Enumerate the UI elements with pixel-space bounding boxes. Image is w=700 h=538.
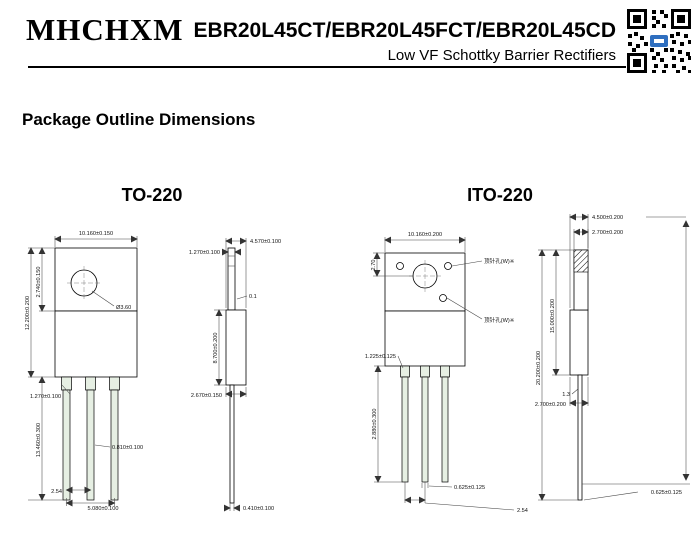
ito220-side-lead <box>577 374 583 501</box>
ito220-side-overall-label: 4.500±0.200 <box>592 215 623 221</box>
to220-side-lead <box>229 384 235 504</box>
to220-side-body-thk-label: 2.670±0.150 <box>191 393 222 399</box>
ito220-pin-hole-note-2: 顶针孔(W)※ <box>484 316 515 324</box>
dim-ito220-top-width: 10.160±0.200 <box>384 232 466 252</box>
to220-side-step-label: 0.1 <box>249 294 257 300</box>
to220-front-view <box>54 247 138 501</box>
ito220-title: ITO-220 <box>467 185 533 205</box>
dim-to220-tab-height: 2.740±0.150 <box>28 247 55 312</box>
ito220-pin-hole-note-1: 顶针孔(W)※ <box>484 257 515 265</box>
ito220-body <box>384 310 466 367</box>
dim-ito220-side-tab-thk: 2.700±0.200 <box>573 228 623 250</box>
ito220-pin-hole <box>444 262 452 270</box>
ito220-side-lead-thk-label: 0.625±0.125 <box>651 490 682 496</box>
ito220-side-step-label: 1.3 <box>562 392 570 398</box>
to220-top-width-label: 10.160±0.150 <box>79 231 113 237</box>
ito220-side-body-thk-label: 2.700±0.200 <box>535 402 566 408</box>
qr-finder-patterns <box>627 9 691 73</box>
ito220-side-body <box>569 309 589 376</box>
to220-lead-shoulder <box>85 376 96 391</box>
dim-ito220-side-lead-thk: 0.625±0.125 <box>582 220 690 501</box>
dim-ito220-hole-offset: 2.70 <box>371 252 413 277</box>
dim-to220-lead-width: 0.810±0.100 <box>94 444 143 451</box>
header-divider <box>28 66 674 68</box>
to220-side-overall-label: 4.570±0.100 <box>250 239 281 245</box>
to220-lead <box>62 389 71 501</box>
dim-to220-pitch: 2.54 <box>51 486 92 495</box>
to220-side-body-h-label: 8.700±0.200 <box>213 332 219 363</box>
ito220-side-overall-h-label: 20.200±0.200 <box>536 351 542 385</box>
qr-data-modules <box>628 10 691 73</box>
callout-ito220-pin-hole-2: 顶针孔(W)※ <box>446 297 515 324</box>
ito220-lead-shoulder <box>440 365 450 378</box>
to220-side-tab <box>227 247 236 311</box>
dim-to220-shoulder: 1.270±0.100 <box>30 384 71 400</box>
ito220-side-tab-thk-label: 2.700±0.200 <box>592 230 623 236</box>
to220-hole-dia-label: Ø3.60 <box>116 305 131 311</box>
ito220-side-view <box>569 249 589 501</box>
dim-to220-side-tab-thk: 1.270±0.100 <box>189 248 242 256</box>
dim-to220-outer-pitch: 5.080±0.100 <box>65 498 119 512</box>
qr-code <box>626 8 692 74</box>
to220-lead <box>86 389 95 501</box>
ito220-top-width-label: 10.160±0.200 <box>408 232 442 238</box>
ito220-lead-width-label: 0.625±0.125 <box>454 485 485 491</box>
dim-ito220-side-overall-h: 20.200±0.200 <box>536 249 578 501</box>
ito220-shoulder-label: 1.225±0.125 <box>365 354 396 360</box>
dim-ito220-side-body-h: 15.000±0.200 <box>550 249 574 376</box>
to220-outer-pitch-label: 5.080±0.100 <box>87 506 118 512</box>
ito220-diagram: ITO-220 10.160±0 <box>365 185 690 514</box>
ito220-lead-shoulder <box>420 365 430 378</box>
section-title: Package Outline Dimensions <box>22 110 256 129</box>
dim-to220-side-lead-thk: 0.410±0.100 <box>223 503 274 512</box>
ito220-leg-length-label: 2.880±0.300 <box>372 408 378 439</box>
dim-to220-hole-dia: Ø3.60 <box>91 290 131 311</box>
ito220-pitch-label: 2.54 <box>517 508 528 514</box>
to220-side-view <box>225 247 247 504</box>
to220-body-height-label: 12.200±0.200 <box>25 296 31 330</box>
to220-body <box>54 310 138 378</box>
dim-ito220-side-body-thk: 2.700±0.200 <box>535 377 589 408</box>
to220-side-lead-thk-label: 0.410±0.100 <box>243 506 274 512</box>
to220-leg-length-label: 13.460±0.300 <box>36 423 42 457</box>
to220-tab-height-label: 2.740±0.150 <box>36 266 42 297</box>
dim-to220-top-width: 10.160±0.150 <box>54 231 138 247</box>
to220-side-tab-thk-label: 1.270±0.100 <box>189 250 220 256</box>
dim-ito220-side-step: 1.3 <box>562 388 579 398</box>
ito220-front-view <box>384 252 466 483</box>
ito220-lead <box>401 376 409 483</box>
ito220-lead <box>421 376 429 483</box>
to220-shoulder-label: 1.270±0.100 <box>30 394 61 400</box>
callout-ito220-pin-hole-1: 顶针孔(W)※ <box>451 257 515 267</box>
doc-subtitle: Low VF Schottky Barrier Rectifiers <box>387 47 616 64</box>
to220-lead-shoulder <box>61 376 72 391</box>
ito220-lead <box>441 376 449 483</box>
ito220-lead-shoulder <box>400 365 410 378</box>
part-number-title: EBR20L45CT/EBR20L45FCT/EBR20L45CD <box>193 19 616 42</box>
qr-center-logo <box>650 35 668 47</box>
to220-pitch-label: 2.54 <box>51 489 62 495</box>
dim-ito220-lead-width: 0.625±0.125 <box>421 483 485 491</box>
to220-diagram: TO-220 Ø3.60 <box>25 185 281 512</box>
to220-lead-width-label: 0.810±0.100 <box>112 445 143 451</box>
to220-title: TO-220 <box>122 185 183 205</box>
dim-ito220-pitch: 2.54 <box>404 482 528 514</box>
ito220-pin-hole <box>439 294 447 302</box>
dim-to220-side-body-thk: 2.670±0.150 <box>191 387 247 399</box>
ito220-hole-offset-label: 2.70 <box>371 260 377 271</box>
dim-to220-side-step: 0.1 <box>236 294 257 300</box>
dim-to220-side-body-h: 8.700±0.200 <box>213 309 226 386</box>
ito220-side-body-h-label: 15.000±0.200 <box>550 299 556 333</box>
dim-to220-leg-length: 13.460±0.300 <box>28 376 63 501</box>
to220-side-body <box>225 309 247 386</box>
dim-ito220-leg-length: 2.880±0.300 <box>372 365 402 483</box>
ito220-side-metal-tab <box>573 249 589 273</box>
dim-ito220-shoulder: 1.225±0.125 <box>365 354 404 369</box>
to220-lead-shoulder <box>109 376 120 391</box>
brand-logo: MHCHXM <box>26 12 184 47</box>
ito220-pin-hole <box>396 262 404 270</box>
